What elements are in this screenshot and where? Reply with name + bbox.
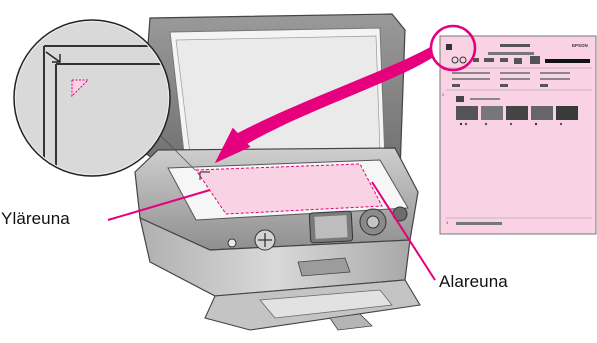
thumbnail (481, 106, 503, 120)
brand-logo-text: EPSON (572, 43, 588, 48)
printer (135, 14, 420, 330)
thumbnail (506, 106, 528, 120)
document-on-glass (196, 164, 382, 214)
power-button (228, 239, 236, 247)
thumbnail (531, 106, 553, 120)
thumbnail (556, 106, 578, 120)
index-sheet: 3 2 1 (431, 26, 596, 234)
bottom-edge-label: Alareuna (439, 272, 508, 292)
top-edge-label: Yläreuna (1, 209, 70, 229)
thumbnail (456, 106, 478, 120)
